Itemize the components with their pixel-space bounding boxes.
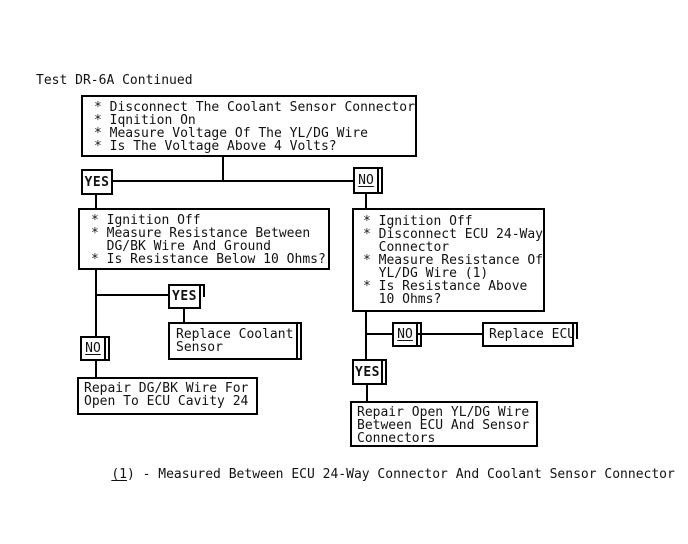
- step-line: * Iqnition On: [94, 113, 196, 128]
- action-box-replace-coolant-sensor: Replace Coolant Sensor: [168, 322, 302, 360]
- step-line: 10 Ohms?: [363, 292, 442, 307]
- action-line: Open To ECU Cavity 24: [84, 394, 249, 409]
- step-box-resistance-wire: * Ignition Off * Disconnect ECU 24-Way C…: [352, 208, 545, 312]
- step-box-resistance-ground: * Ignition Off * Measure Resistance Betw…: [78, 208, 330, 270]
- connector-no-left-down: [95, 361, 97, 377]
- action-line: Replace Coolant: [176, 327, 294, 342]
- step-line: * Measure Resistance Between: [91, 226, 311, 241]
- decision-label-yes-right: YES: [352, 359, 387, 385]
- step-line: YL/DG Wire (1): [363, 266, 489, 281]
- decision-label-no-left: NO: [80, 336, 110, 361]
- connector-yes-right-down: [366, 385, 368, 401]
- footnote-text: ) - Measured Between ECU 24-Way Connecto…: [126, 467, 675, 482]
- decision-label-no-top: NO: [353, 167, 383, 194]
- footnote-ref-marker: (1: [111, 467, 127, 482]
- action-line: Repair Open YL/DG Wire: [357, 405, 530, 420]
- connector-rightbox-down: [365, 312, 367, 360]
- step-line: * Is Resistance Below 10 Ohms?: [91, 252, 326, 267]
- step-line: * Disconnect ECU 24-Way: [363, 227, 544, 242]
- yes-label-text: YES: [355, 364, 380, 380]
- action-line: Replace ECU: [489, 327, 576, 342]
- no-label-text: NO: [397, 327, 413, 342]
- action-box-repair-dgbk-wire: Repair DG/BK Wire For Open To ECU Cavity…: [77, 377, 258, 415]
- step-line: * Is The Voltage Above 4 Volts?: [94, 139, 337, 154]
- footnote: (1) - Measured Between ECU 24-Way Connec…: [80, 455, 675, 494]
- yes-label-text: YES: [172, 289, 197, 304]
- step-line: * Ignition Off: [91, 213, 201, 228]
- page-title: Test DR-6A Continued: [36, 73, 193, 88]
- connector-yes-mid-down: [183, 309, 185, 322]
- torn-edge-decoration: [381, 359, 387, 385]
- no-label-text: NO: [85, 341, 101, 356]
- connector-leftbox-down: [95, 270, 97, 336]
- yes-label-text: YES: [84, 174, 110, 190]
- torn-edge-decoration: [104, 336, 110, 361]
- connector-no-top-down: [365, 194, 367, 208]
- no-label-text: NO: [358, 173, 374, 188]
- step-line: * Measure Voltage Of The YL/DG Wire: [94, 126, 368, 141]
- connector-branch-no-right: [367, 333, 392, 335]
- decision-label-yes-mid: YES: [168, 284, 205, 309]
- connector-split-horizontal: [113, 180, 354, 182]
- step-line: * Measure Resistance Of: [363, 253, 544, 268]
- step-line: * Ignition Off: [363, 214, 473, 229]
- torn-edge-decoration: [296, 322, 302, 360]
- torn-edge-decoration: [199, 284, 205, 297]
- action-box-repair-yldg-wire: Repair Open YL/DG Wire Between ECU And S…: [350, 401, 538, 447]
- connector-topbox-down: [222, 157, 224, 181]
- connector-no-to-replace-ecu: [418, 333, 482, 335]
- step-line: DG/BK Wire And Ground: [91, 239, 272, 254]
- action-line: Repair DG/BK Wire For: [84, 381, 249, 396]
- action-line: Connectors: [357, 431, 436, 446]
- decision-label-no-right: NO: [392, 322, 422, 347]
- step-line: Connector: [363, 240, 450, 255]
- connector-yes-top-down: [95, 195, 97, 208]
- step-line: * Is Resistance Above: [363, 279, 528, 294]
- connector-branch-yes-mid: [97, 294, 168, 296]
- step-line: * Disconnect The Coolant Sensor Connecto…: [94, 100, 415, 115]
- step-box-voltage-check: * Disconnect The Coolant Sensor Connecto…: [81, 95, 417, 157]
- action-line: Sensor: [176, 340, 223, 355]
- action-line: Between ECU And Sensor: [357, 418, 530, 433]
- decision-label-yes-top: YES: [81, 169, 113, 195]
- torn-edge-decoration: [377, 167, 383, 194]
- action-box-replace-ecu: Replace ECU: [482, 322, 578, 347]
